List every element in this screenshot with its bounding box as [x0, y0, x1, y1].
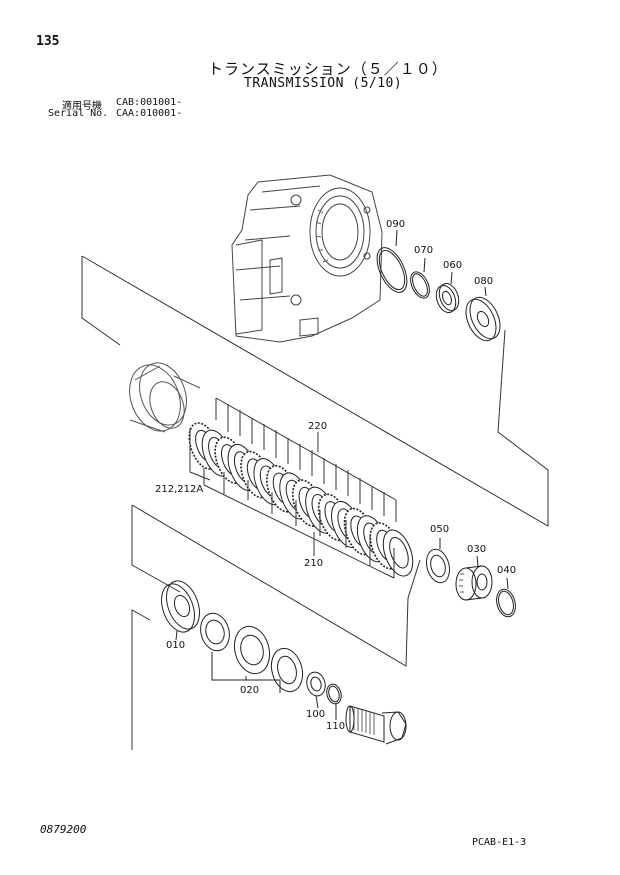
- gear-030: [456, 556, 492, 600]
- document-number: 0879200: [40, 823, 87, 836]
- part-label-220: 220: [308, 421, 328, 432]
- callout-212: [190, 428, 210, 480]
- part-label-030: 030: [467, 544, 487, 555]
- snap-ring-040: [494, 578, 519, 619]
- bearing-060: [433, 272, 462, 315]
- part-label-100: 100: [306, 709, 326, 720]
- snap-ring-110: [325, 683, 344, 720]
- serial-label-en: Serial No.: [48, 108, 109, 119]
- serial-value-jp: CAB:001001-: [116, 97, 183, 108]
- group-outline-upper: [82, 256, 548, 526]
- callout-lines-220: [216, 398, 396, 522]
- callout-lines-210: [204, 468, 394, 578]
- clutch-plate-stack: [184, 419, 419, 580]
- shaft: [346, 706, 406, 744]
- part-label-080: 080: [474, 276, 494, 287]
- group-outline-lower: [132, 505, 420, 750]
- part-label-212: 212,212A: [155, 484, 204, 495]
- snap-ring-070: [407, 258, 433, 301]
- part-label-020: 020: [240, 685, 260, 696]
- snap-ring-090: [371, 230, 413, 297]
- page-number: 135: [36, 34, 60, 49]
- part-label-090: 090: [386, 219, 406, 230]
- washer-100: [304, 670, 328, 708]
- part-label-010: 010: [166, 640, 186, 651]
- serial-value-en: CAA:010001-: [116, 108, 183, 119]
- clutch-drum: [121, 356, 200, 438]
- title-japanese: トランスミッション（５／１０）: [208, 60, 448, 78]
- washer-050: [423, 538, 453, 585]
- part-label-110: 110: [326, 721, 346, 732]
- part-label-060: 060: [443, 260, 463, 271]
- part-label-210: 210: [304, 558, 324, 569]
- part-label-040: 040: [497, 565, 517, 576]
- seal-010: [155, 576, 205, 640]
- serial-label-jp: 適用号機: [62, 101, 102, 112]
- shims-020: [197, 610, 308, 695]
- seal-080: [460, 287, 506, 345]
- title-english: TRANSMISSION (5/10): [244, 76, 403, 91]
- transmission-housing: [232, 175, 382, 342]
- part-label-050: 050: [430, 524, 450, 535]
- part-label-070: 070: [414, 245, 434, 256]
- page-code: PCAB-E1-3: [472, 837, 527, 848]
